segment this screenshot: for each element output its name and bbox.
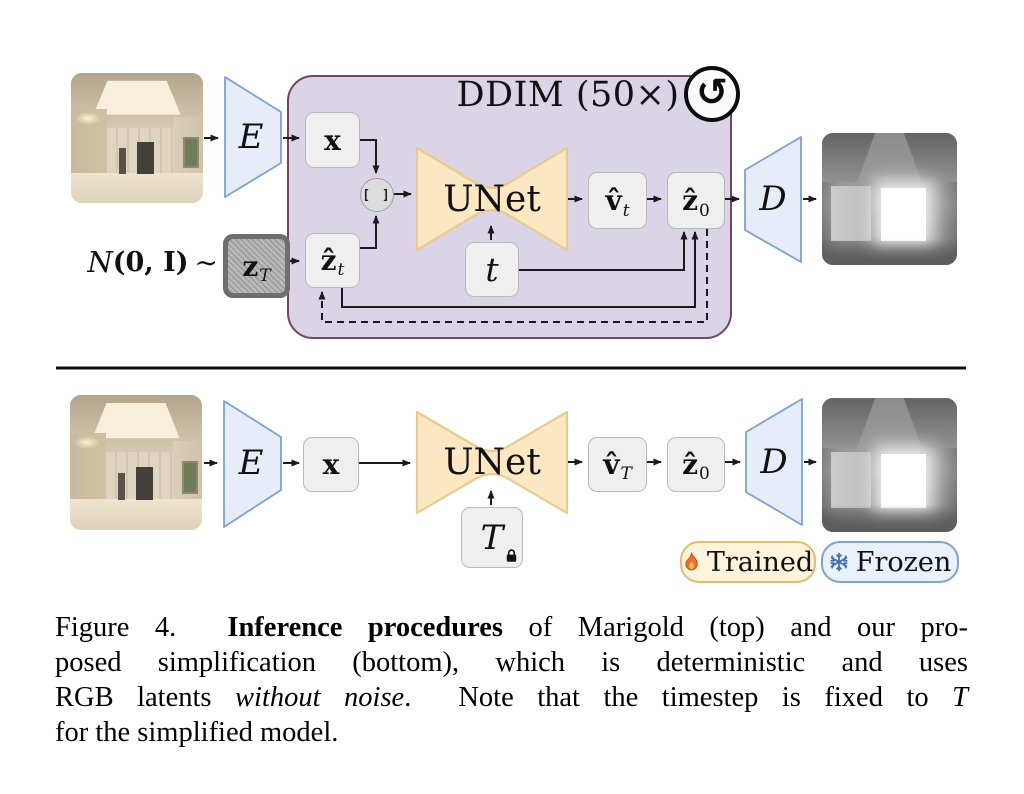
room-dark-pillar	[117, 473, 126, 501]
legend-trained-badge: Trained	[680, 541, 816, 583]
flame-icon	[685, 551, 698, 570]
room-floor	[71, 173, 203, 203]
depth-left-wall	[831, 451, 871, 508]
room-wall-art	[183, 136, 200, 168]
v-hat-t-box: v̂t	[588, 172, 647, 229]
figure-caption: Figure 4. Inference procedures of Marigo…	[55, 610, 968, 750]
caption-line: for the simplified model.	[55, 717, 339, 748]
room-dark-door	[136, 466, 154, 501]
room-ceiling-cove-light	[92, 403, 180, 439]
timestep-t-box: t	[465, 242, 519, 297]
unet-label-top: UNet	[443, 178, 541, 220]
room-dark-pillar	[118, 148, 127, 175]
noise-distribution-label: N(0, I)∼	[30, 241, 218, 283]
legend-trained-label: Trained	[706, 546, 814, 578]
caption-line: RGB latents without noise. Note that the…	[55, 682, 968, 713]
snowflake-icon	[830, 552, 848, 572]
noise-n: N	[87, 245, 113, 279]
depth-left-wall	[831, 185, 871, 242]
encoder-label-bottom: E	[238, 443, 264, 483]
depth-bright-window	[881, 188, 926, 242]
caption-line: posed simplification (bottom), which is …	[55, 647, 968, 678]
room-wall-art	[182, 461, 199, 494]
input-rgb-image-bottom	[70, 395, 202, 530]
concat-icon: [ ]	[360, 178, 394, 212]
noise-args: (0, I)	[112, 246, 189, 278]
noise-tilde: ∼	[194, 245, 218, 279]
room-dark-door	[137, 141, 155, 175]
lock-icon	[506, 549, 517, 562]
fixed-timestep-T-box: T	[461, 507, 523, 568]
encoder-label-top: E	[238, 117, 264, 157]
x-latent-box-bottom: x	[303, 437, 359, 492]
output-depth-image-top	[822, 133, 957, 265]
room-ceiling-cove-light	[93, 80, 181, 115]
decoder-label-bottom: D	[760, 442, 788, 482]
room-floor	[70, 498, 202, 530]
v-hat-T-box: v̂T	[588, 437, 647, 492]
depth-floor	[822, 505, 957, 532]
room-wall-spotlight	[73, 435, 101, 449]
x-latent-box-top: x	[305, 112, 360, 168]
output-depth-image-bottom	[822, 398, 957, 532]
input-rgb-image-top	[71, 73, 203, 203]
room-wall-spotlight	[74, 112, 102, 125]
caption-line: Figure 4. Inference procedures of Marigo…	[55, 612, 968, 643]
depth-bright-window	[881, 454, 926, 508]
decoder-label-top: D	[759, 179, 787, 219]
unet-label-bottom: UNet	[443, 441, 541, 483]
loop-icon: ↺	[684, 66, 740, 122]
legend-frozen-badge: Frozen	[821, 541, 959, 583]
ddim-label: DDIM (50×)	[456, 75, 680, 115]
depth-floor	[822, 238, 957, 265]
legend-frozen-label: Frozen	[855, 546, 952, 578]
